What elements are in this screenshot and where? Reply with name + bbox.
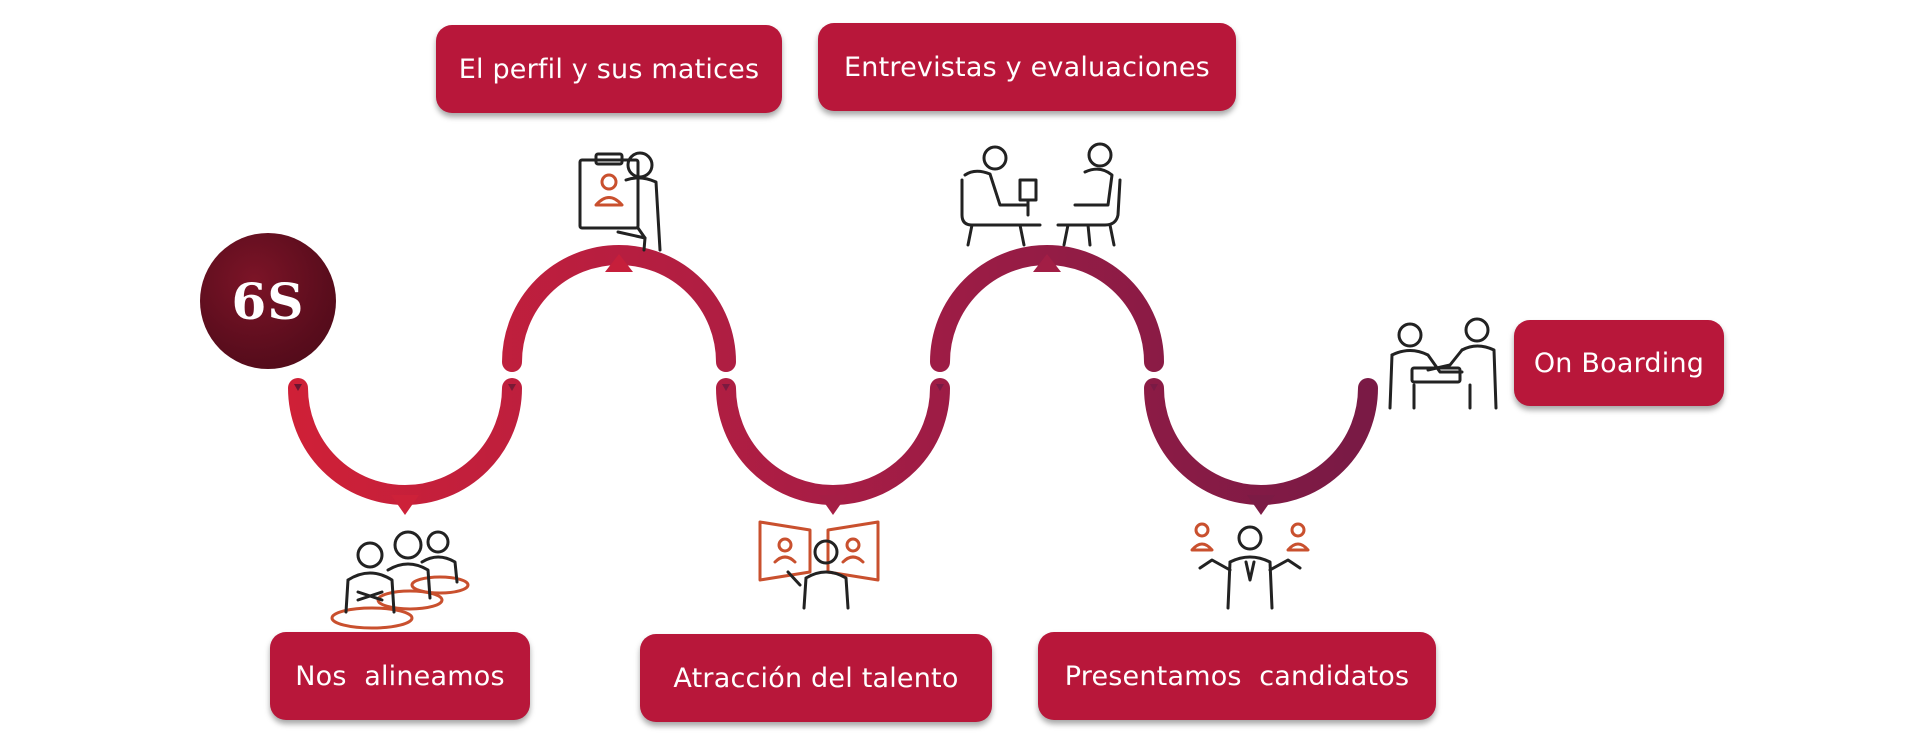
step-label-onboarding-text: On Boarding	[1533, 347, 1705, 379]
end-marker-4	[936, 384, 944, 391]
step-label-candidates: Presentamos candidatos	[1038, 632, 1436, 720]
profile-presentation-icon	[578, 151, 662, 252]
handshake-icon	[1388, 317, 1498, 410]
end-marker-3	[722, 384, 730, 391]
wave-arc-5	[1144, 378, 1378, 505]
talent-attraction-icon	[758, 520, 880, 610]
step-label-talent: Atracción del talento	[640, 634, 992, 722]
wave-arc-3	[716, 378, 950, 505]
arc-pointer-2	[605, 254, 633, 272]
wave-arc-1	[288, 378, 522, 505]
step-label-interviews-text: Entrevistas y evaluaciones	[844, 51, 1210, 83]
step-label-talent-text: Atracción del talento	[673, 662, 959, 694]
arc-pointer-5	[1247, 495, 1275, 515]
step-label-alignment-text: Nos alineamos	[295, 660, 505, 692]
step-label-profile-text: El perfil y sus matices	[458, 53, 760, 85]
brand-logo-text: 6S	[231, 271, 305, 331]
brand-logo: 6S	[200, 233, 336, 369]
step-label-candidates-text: Presentamos candidatos	[1064, 660, 1410, 692]
step-label-alignment: Nos alineamos	[270, 632, 530, 720]
step-label-onboarding: On Boarding	[1514, 320, 1724, 406]
end-marker-5	[1150, 384, 1158, 391]
end-marker-2	[508, 384, 516, 391]
arc-pointer-1	[391, 495, 419, 515]
end-marker-6	[1364, 384, 1372, 391]
candidates-presentation-icon	[1190, 522, 1310, 610]
arc-pointer-3	[819, 495, 847, 515]
arc-pointer-4	[1033, 254, 1061, 272]
step-label-interviews: Entrevistas y evaluaciones	[818, 23, 1236, 111]
interview-icon	[960, 142, 1122, 247]
team-alignment-icon	[330, 530, 470, 630]
end-marker-1	[294, 384, 302, 391]
step-label-profile: El perfil y sus matices	[436, 25, 782, 113]
